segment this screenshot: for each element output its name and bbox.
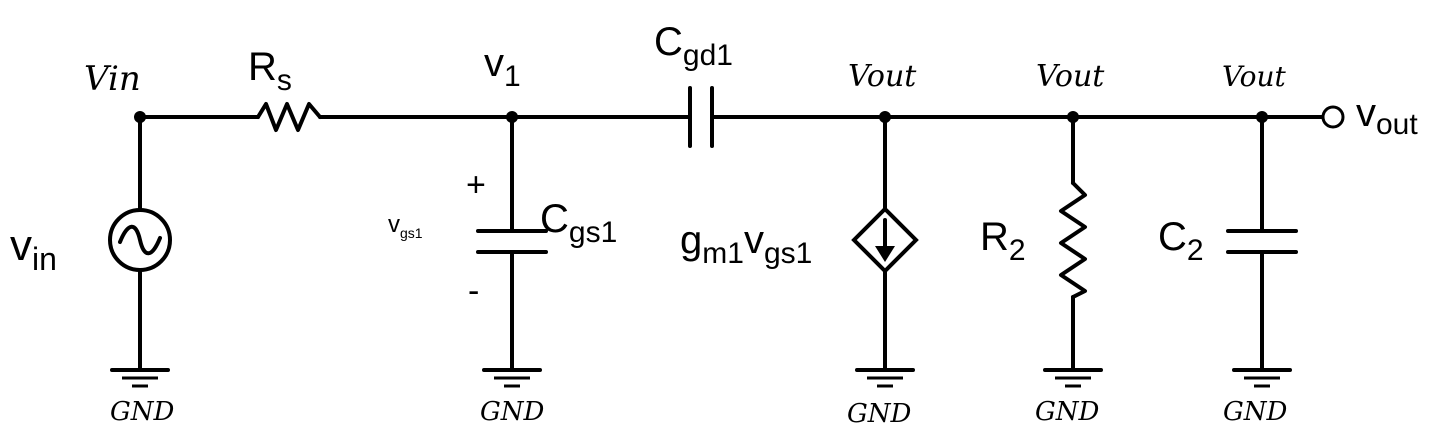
v1-label: v1 [484, 41, 521, 93]
gm-vgs1-label: gm1vgs1 [680, 218, 812, 270]
vin-source-label: vin [10, 221, 57, 277]
vout-node-label-2: Vout [1036, 59, 1105, 94]
gnd-label-vin: GND [110, 397, 175, 427]
ground-vin [110, 368, 170, 388]
cgs1-capacitor [476, 115, 548, 372]
r2-label: R2 [980, 215, 1026, 267]
output-terminal [1321, 105, 1345, 129]
cgd1-capacitor [688, 86, 714, 148]
plus-sign: + [466, 166, 486, 204]
gnd-label-r2: GND [1035, 397, 1100, 427]
top-wire [138, 102, 1325, 132]
gnd-label-c2: GND [1223, 397, 1288, 427]
ground-gm [855, 368, 915, 388]
dependent-current-source [851, 115, 919, 372]
cgs1-label: Cgs1 [540, 197, 617, 249]
gnd-label-cgs1: GND [480, 397, 545, 427]
minus-sign: - [468, 272, 479, 310]
ground-c2 [1232, 368, 1292, 388]
vout-terminal-label: vout [1356, 91, 1418, 141]
vin-node-label: Vin [84, 59, 141, 99]
ground-symbols [110, 368, 1292, 388]
vgs1-label: vgs1 [388, 211, 423, 241]
vout-node-label-3: Vout [1222, 60, 1287, 93]
c2-label: C2 [1158, 215, 1204, 267]
rs-label: Rs [248, 45, 292, 97]
gnd-label-gm: GND [847, 399, 912, 429]
vin-source [108, 115, 172, 372]
cgd1-label: Cgd1 [654, 20, 733, 72]
vout-node-label-1: Vout [848, 59, 917, 94]
ground-r2 [1043, 368, 1103, 388]
c2-capacitor [1226, 115, 1298, 372]
ground-cgs1 [482, 368, 542, 388]
r2-resistor [1059, 115, 1087, 372]
